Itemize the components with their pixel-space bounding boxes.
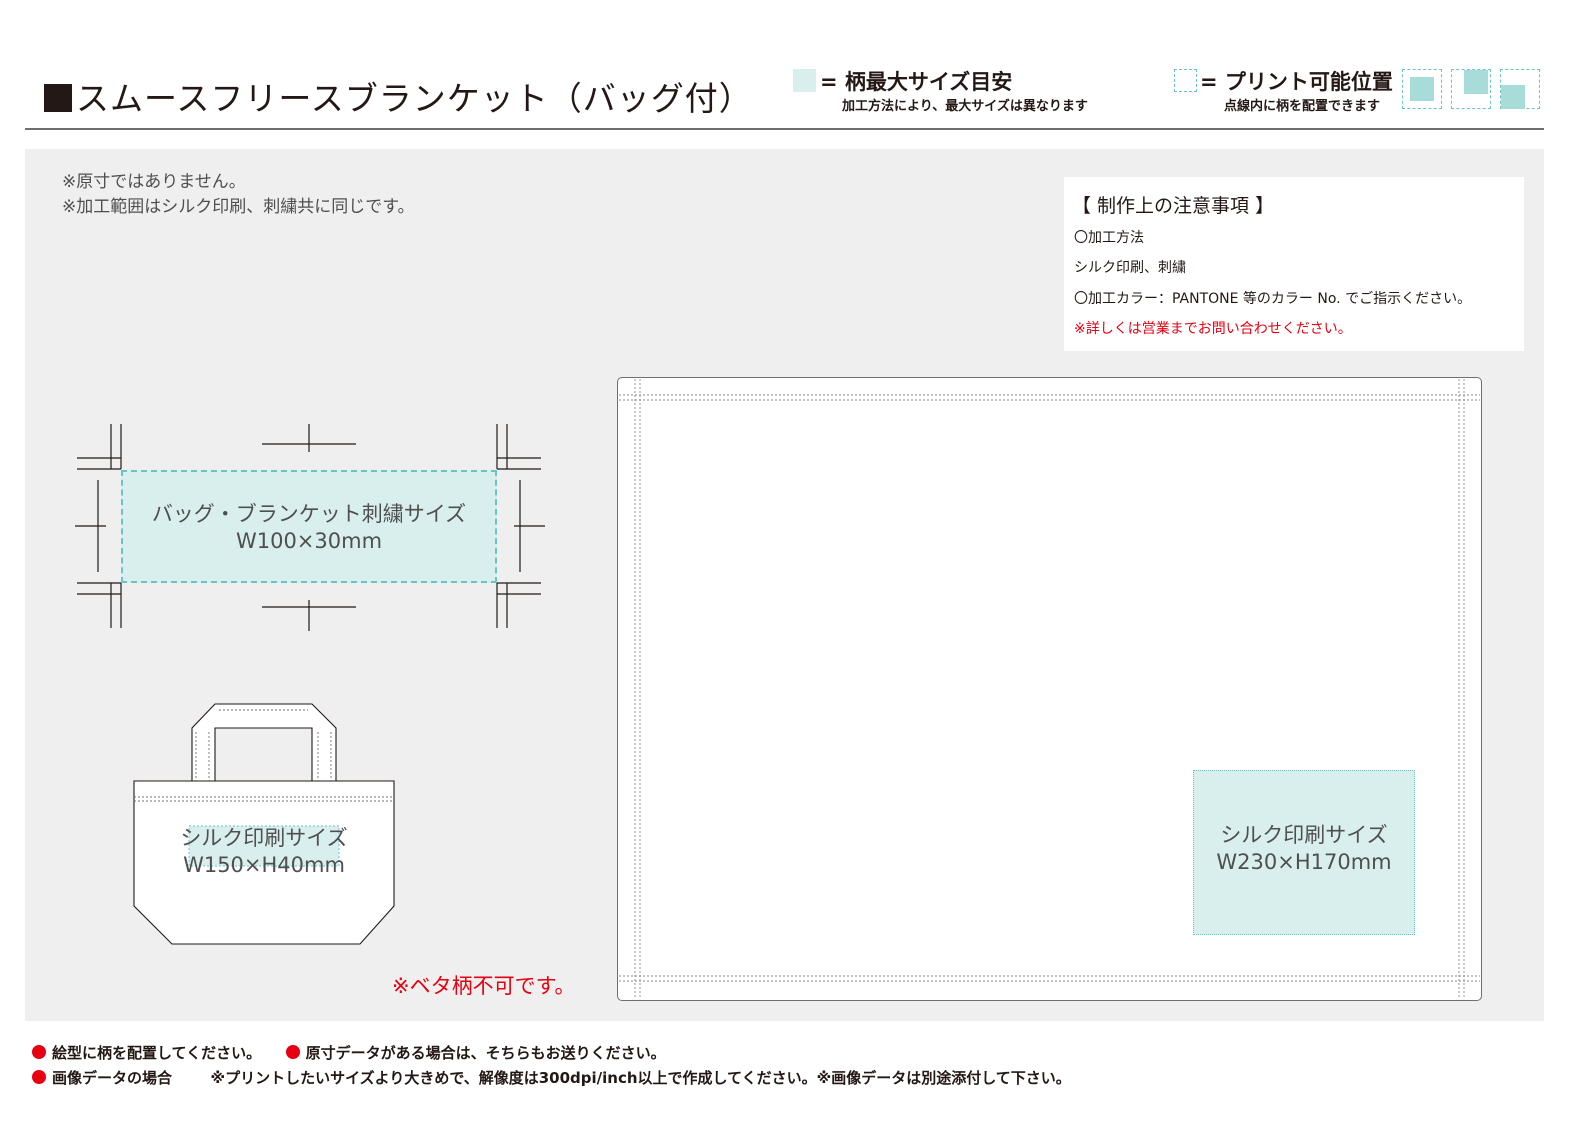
footer-item-3-text: ※プリントしたいサイズより大きめで、解像度は300dpi/inch以上で作成して… bbox=[210, 1069, 1071, 1087]
position-center-icon bbox=[1402, 69, 1442, 109]
red-bullet-icon bbox=[32, 1070, 46, 1084]
bag-print-size-value: W150×H40mm bbox=[183, 853, 345, 877]
embroidery-size-area: バッグ・ブランケット刺繍サイズ W100×30mm bbox=[121, 470, 497, 583]
bag-print-size-name: シルク印刷サイズ bbox=[180, 826, 348, 850]
red-bullet-icon bbox=[285, 1045, 300, 1059]
position-top-icon bbox=[1451, 69, 1491, 109]
footer-line-2: 画像データの場合 ※プリントしたいサイズより大きめで、解像度は300dpi/in… bbox=[32, 1067, 1071, 1088]
position-bottom-right-icon bbox=[1500, 69, 1540, 109]
max-size-legend-label: = 柄最大サイズ目安 bbox=[820, 70, 1013, 94]
blanket-print-size-value: W230×H170mm bbox=[1216, 850, 1392, 874]
no-solid-pattern-note: ※ベタ柄不可です。 bbox=[392, 974, 576, 998]
footer-item-3-label: 画像データの場合 bbox=[52, 1069, 173, 1087]
max-size-swatch bbox=[793, 69, 816, 92]
print-position-legend-note: 点線内に柄を配置できます bbox=[1224, 99, 1381, 114]
note-processing-range: ※加工範囲はシルク印刷、刺繍共に同じです。 bbox=[62, 197, 415, 217]
title-text: スムースフリースブランケット（バッグ付） bbox=[76, 79, 753, 118]
print-position-legend-label: = プリント可能位置 bbox=[1200, 70, 1393, 94]
footer-item-1: 絵型に柄を配置してください。 bbox=[52, 1044, 262, 1062]
blanket-print-area: シルク印刷サイズ W230×H170mm bbox=[1193, 770, 1415, 935]
bag-print-area-label: シルク印刷サイズ W150×H40mm bbox=[134, 820, 394, 890]
embroidery-size-name: バッグ・ブランケット刺繍サイズ bbox=[151, 502, 467, 526]
footer-item-2: 原寸データがある場合は、そちらもお送りください。 bbox=[305, 1044, 666, 1062]
print-position-swatch bbox=[1174, 69, 1197, 92]
caution-contact-line: ※詳しくは営業までお問い合わせください。 bbox=[1074, 321, 1352, 337]
note-not-actual-size: ※原寸ではありません。 bbox=[62, 172, 246, 192]
blanket-print-size-name: シルク印刷サイズ bbox=[1220, 823, 1388, 847]
caution-method-value: シルク印刷、刺繍 bbox=[1074, 260, 1186, 276]
page-title: スムースフリースブランケット（バッグ付） bbox=[44, 72, 753, 120]
header-divider bbox=[25, 128, 1544, 130]
footer-line-1: 絵型に柄を配置してください。 原寸データがある場合は、そちらもお送りください。 bbox=[32, 1042, 666, 1063]
max-size-legend-note: 加工方法により、最大サイズは異なります bbox=[842, 99, 1088, 114]
black-square-icon bbox=[44, 84, 72, 112]
caution-method-label: 〇加工方法 bbox=[1074, 230, 1144, 246]
red-bullet-icon bbox=[32, 1045, 46, 1059]
caution-color-line: 〇加工カラー：PANTONE 等のカラー No. でご指示ください。 bbox=[1074, 291, 1472, 307]
caution-box: 【 制作上の注意事項 】 〇加工方法 シルク印刷、刺繍 〇加工カラー：PANTO… bbox=[1064, 177, 1524, 351]
embroidery-size-value: W100×30mm bbox=[235, 529, 383, 553]
caution-heading: 【 制作上の注意事項 】 bbox=[1072, 195, 1275, 217]
